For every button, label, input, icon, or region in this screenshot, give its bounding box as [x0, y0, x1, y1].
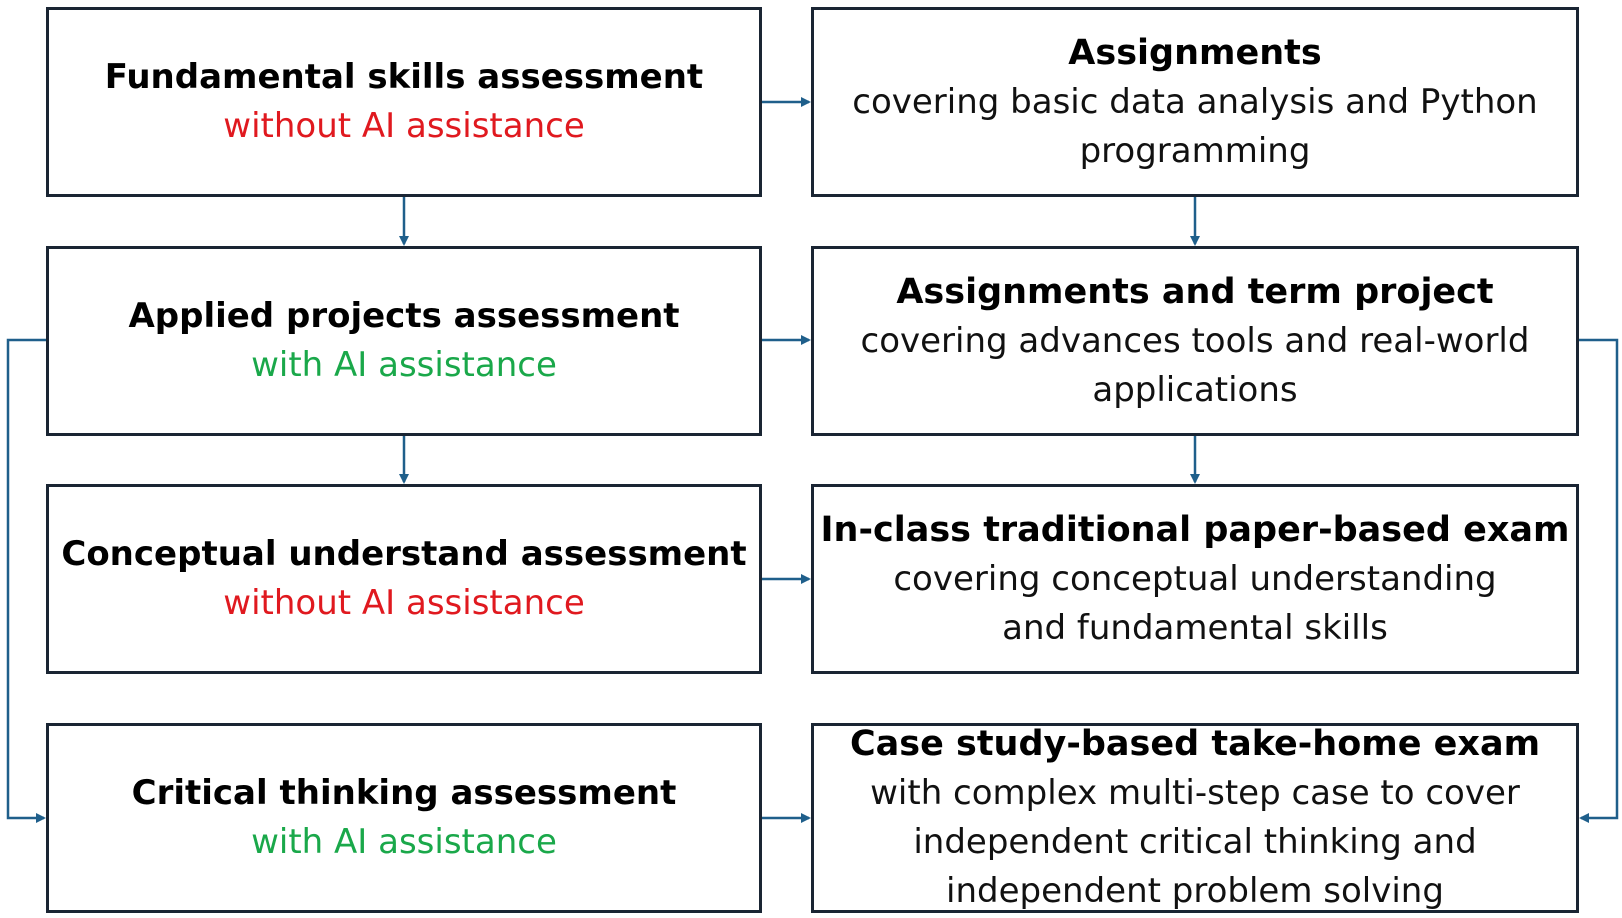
box-title: Assignments and term project [896, 271, 1494, 312]
box-description-line: programming [1079, 130, 1311, 171]
fundamental-skills-box: Fundamental skills assessment without AI… [46, 7, 762, 197]
box-title: Fundamental skills assessment [104, 57, 704, 97]
box-description-line: covering advances tools and real-world [860, 320, 1530, 361]
conceptual-understanding-box: Conceptual understand assessment without… [46, 484, 762, 674]
box-title: Applied projects assessment [128, 296, 680, 336]
box-title: Conceptual understand assessment [61, 534, 747, 574]
box-description-line: applications [1092, 369, 1298, 410]
applied-projects-box: Applied projects assessment with AI assi… [46, 246, 762, 436]
critical-thinking-box: Critical thinking assessment with AI ass… [46, 723, 762, 913]
box-description-line: and fundamental skills [1002, 607, 1388, 648]
arrow-left-2-to-4-loop [6, 338, 46, 823]
arrow-right-2-to-4-loop [1579, 338, 1619, 823]
box-title: Critical thinking assessment [131, 773, 677, 813]
box-description-line: covering conceptual understanding [893, 558, 1497, 599]
ai-status-label: with AI assistance [251, 345, 557, 385]
box-description-line: independent critical thinking and [913, 822, 1477, 862]
box-description-line: covering basic data analysis and Python [852, 81, 1538, 122]
box-description-line: independent problem solving [946, 871, 1444, 911]
case-study-exam-box: Case study-based take-home exam with com… [811, 723, 1579, 913]
ai-status-label: with AI assistance [251, 822, 557, 862]
ai-status-label: without AI assistance [223, 106, 585, 146]
box-title: In-class traditional paper-based exam [820, 509, 1570, 550]
box-description-line: with complex multi-step case to cover [870, 773, 1520, 813]
ai-status-label: without AI assistance [223, 583, 585, 623]
box-title: Assignments [1068, 32, 1322, 73]
box-title: Case study-based take-home exam [849, 724, 1541, 764]
assignments-term-project-box: Assignments and term project covering ad… [811, 246, 1579, 436]
assignments-box: Assignments covering basic data analysis… [811, 7, 1579, 197]
in-class-exam-box: In-class traditional paper-based exam co… [811, 484, 1579, 674]
